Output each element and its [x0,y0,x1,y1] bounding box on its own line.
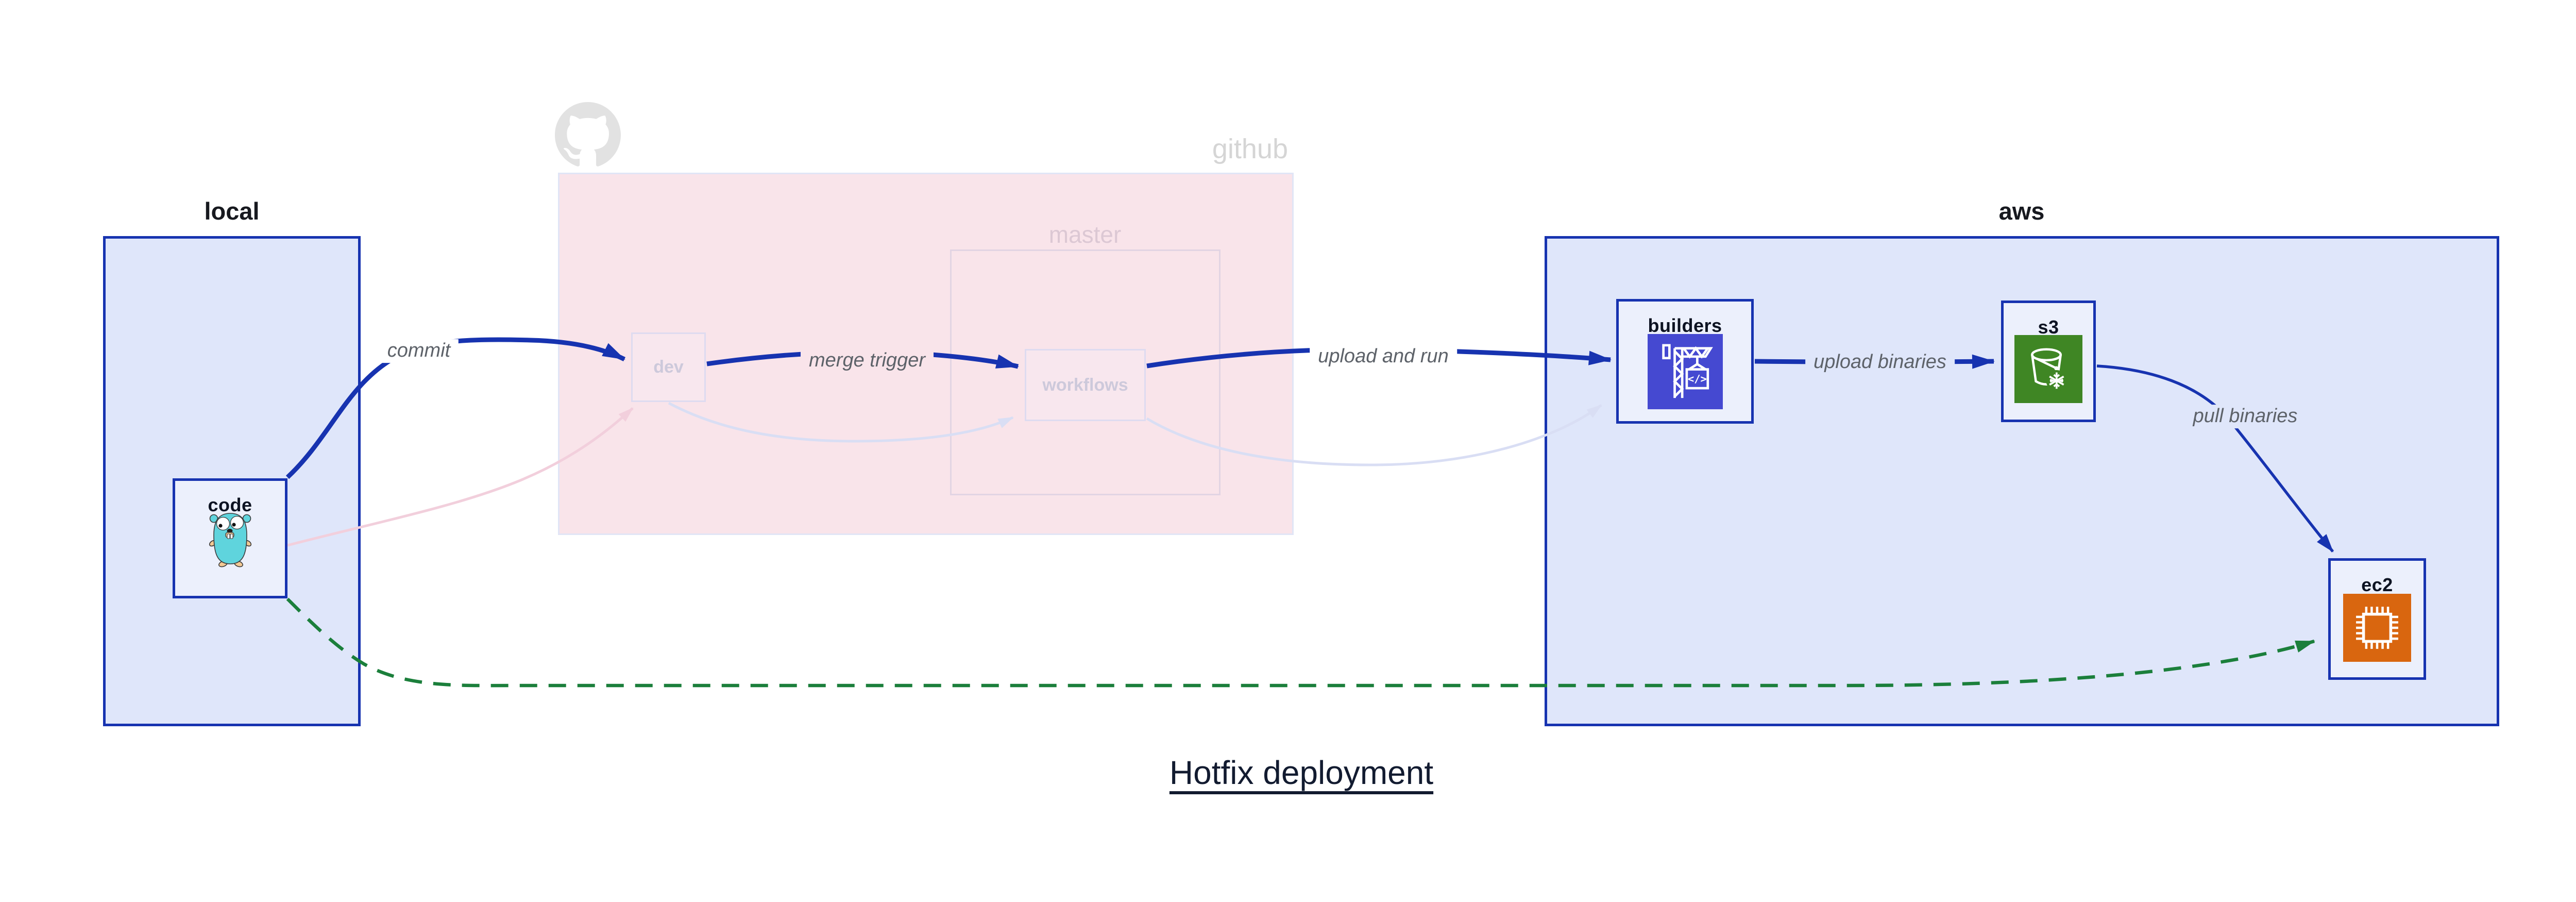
edge-label-upload-binaries: upload binaries [1805,350,1955,374]
go-gopher-icon [209,513,252,567]
svg-text:</>: </> [1688,373,1707,385]
node-dev: dev [631,332,706,402]
node-builders-label: builders [1648,315,1722,336]
cluster-master-label: master [1048,221,1122,248]
edge-dev-to-workflows-faded [668,402,1014,443]
aws-codebuild-icon: </> [1648,334,1723,409]
edge-pull-binaries [2096,364,2334,553]
aws-ec2-chip-icon [2343,594,2411,662]
cluster-aws-label: aws [1998,197,2045,225]
node-workflows-label: workflows [1042,375,1128,395]
cluster-github-label: github [1212,133,1288,164]
diagram-title: Hotfix deployment [1169,754,1434,791]
node-code-label: code [208,494,252,515]
node-ec2-label: ec2 [2361,574,2393,595]
node-dev-label: dev [653,357,684,377]
edge-label-commit: commit [379,339,459,363]
aws-s3-glacier-bucket-icon [2014,335,2082,403]
edge-label-upload-and-run: upload and run [1310,345,1457,369]
node-s3-label: s3 [2038,316,2059,338]
github-octocat-icon [555,102,621,166]
edge-label-merge-trigger: merge trigger [801,349,934,373]
edge-hotfix-dashed [286,597,2315,688]
node-workflows: workflows [1025,349,1146,421]
cluster-local-label: local [204,197,260,225]
edge-workflows-to-builders-faded [1146,404,1602,466]
edge-code-to-dev-faded [287,407,634,547]
edge-label-pull-binaries: pull binaries [2184,405,2306,428]
cluster-master [950,249,1221,495]
